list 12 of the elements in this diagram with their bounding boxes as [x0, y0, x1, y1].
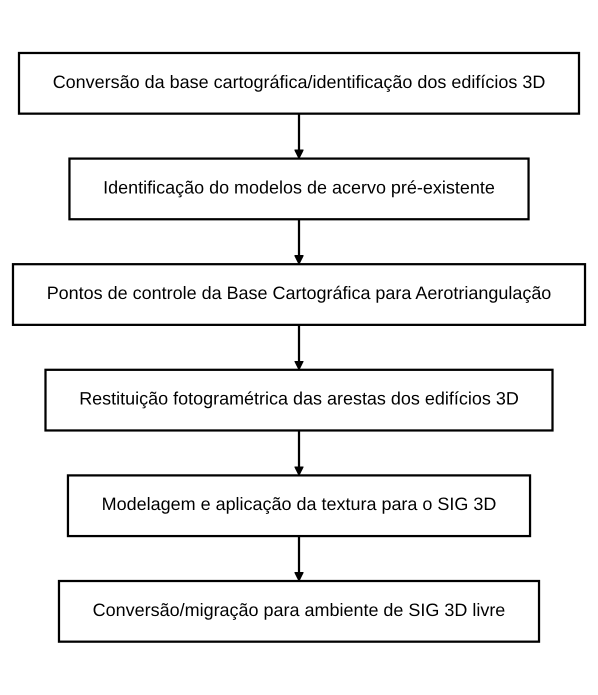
arrow: [294, 219, 304, 265]
node-box: [58, 580, 540, 643]
arrow: [294, 536, 304, 582]
node-box: [66, 474, 532, 538]
node-box: [44, 368, 554, 432]
node-box: [18, 52, 580, 115]
arrow: [294, 114, 304, 160]
arrow: [294, 430, 304, 476]
arrow: [294, 325, 304, 370]
flowchart: Conversão da base cartográfica/identificação dos edifícios 3D Identificação do modelos de acervo pré-existente Pontos de controle da Base Cartográfica para Aerotriangulação Restituição fotogramétrica das arestas dos edifícios 3D Modelagem e aplicação da textura para o SIG 3D Conversão/migração para ambiente de SIG 3D livre: [4, 44, 594, 651]
node-box: [12, 263, 586, 326]
node-box: [68, 158, 530, 221]
